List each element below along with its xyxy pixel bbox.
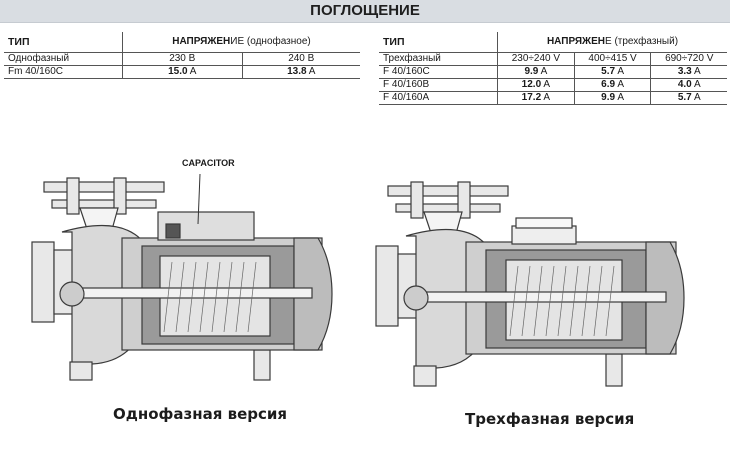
single-phase-table: ТИП НАПРЯЖЕНИЕ (однофазное) Однофазный 2…: [4, 32, 360, 79]
capacitor-label: CAPACITOR: [182, 158, 235, 168]
model-name: F 40/160B: [379, 78, 498, 92]
three-phase-table: ТИП НАПРЯЖЕНЕ (трехфазный) Трехфазный 23…: [379, 32, 727, 105]
voltage-header: 230÷240 V: [497, 52, 575, 66]
current-value: 6.9 A: [573, 78, 651, 92]
single-phase-caption: Однофазная версия: [113, 405, 288, 423]
three-phase-pump-drawing: [375, 181, 685, 387]
current-value: 9.9 A: [573, 91, 651, 105]
model-name: F 40/160C: [379, 65, 498, 79]
col-type-header: ТИП: [4, 32, 123, 53]
voltage-header: 230 В: [122, 52, 243, 66]
current-value: 5.7 A: [573, 65, 651, 79]
current-value: 3.3 A: [650, 65, 727, 79]
col-voltage-header: НАПРЯЖЕНИЕ (однофазное): [122, 32, 360, 53]
voltage-header: 240 В: [241, 52, 360, 66]
voltage-header: 400÷415 V: [573, 52, 651, 66]
current-value: 12.0 A: [497, 78, 575, 92]
col-type-header: ТИП: [379, 32, 498, 53]
current-value: 9.9 A: [497, 65, 575, 79]
row-type-label: Трехфазный: [383, 53, 441, 64]
current-value: 4.0 A: [650, 78, 727, 92]
current-value: 17.2 A: [497, 91, 575, 105]
col-voltage-header: НАПРЯЖЕНЕ (трехфазный): [497, 32, 727, 53]
single-phase-pump-drawing: [31, 173, 333, 381]
model-name: Fm 40/160C: [4, 65, 123, 79]
three-phase-caption: Трехфазная версия: [465, 410, 635, 428]
voltage-header: 690÷720 V: [650, 52, 727, 66]
page-title: ПОГЛОЩЕНИЕ: [0, 0, 730, 23]
row-type-label: Однофазный: [8, 53, 70, 64]
model-name: F 40/160A: [379, 91, 498, 105]
current-value: 15.0 A: [122, 65, 243, 79]
current-value: 13.8 A: [241, 65, 360, 79]
current-value: 5.7 A: [650, 91, 727, 105]
